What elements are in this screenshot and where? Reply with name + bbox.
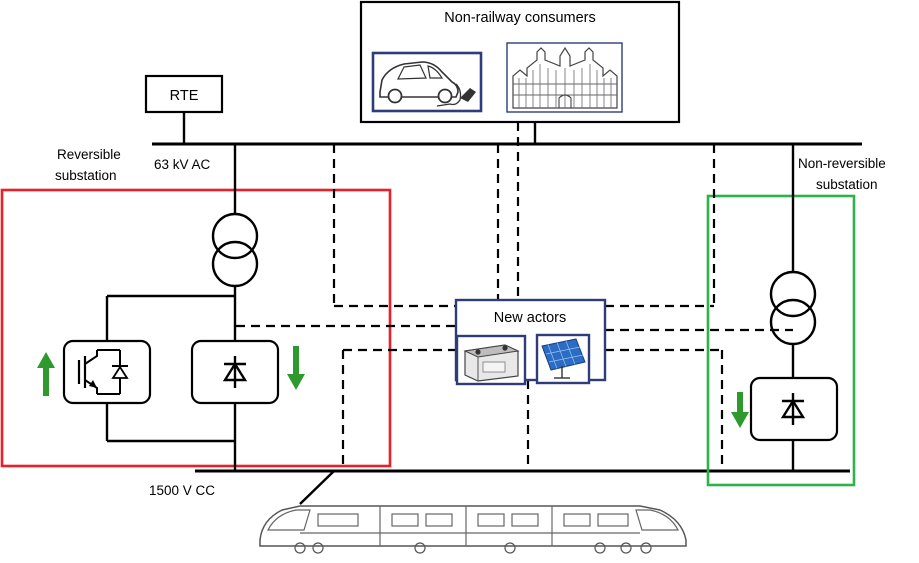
diode-rectifier-icon [749, 376, 839, 442]
diode-rectifier-icon [190, 339, 280, 405]
transformer-icon [769, 270, 817, 346]
building-icon [506, 42, 623, 113]
transformer-icon [211, 212, 259, 288]
dashed-connections [236, 122, 793, 471]
non-reversible-substation-frame [706, 194, 856, 487]
dc-voltage-label: 1500 V CC [149, 483, 215, 498]
solar-panel-icon [535, 333, 591, 385]
arrow-down-icon [287, 346, 305, 390]
reversible-substation-label-2: substation [55, 168, 117, 183]
non-reversible-substation-label-2: substation [816, 177, 878, 192]
new-actors-label: New actors [494, 310, 567, 326]
igbt-converter-icon [62, 339, 152, 405]
battery-icon [455, 334, 527, 386]
reversible-substation-label-1: Reversible [57, 147, 121, 162]
new-actors-box: New actors [454, 298, 607, 386]
train-icon [259, 505, 687, 554]
non-reversible-substation-label-1: Non-reversible [798, 156, 886, 171]
arrow-down-icon [731, 392, 749, 428]
electric-car-icon [371, 51, 483, 113]
non-railway-consumers-box: Non-railway consumers [359, 0, 681, 124]
arrow-up-icon [37, 352, 55, 396]
reversible-substation-frame [0, 188, 392, 468]
non-railway-consumers-label: Non-railway consumers [444, 10, 596, 26]
rte-label: RTE [170, 88, 199, 104]
rte-box: RTE [144, 74, 224, 114]
ac-voltage-label: 63 kV AC [154, 157, 211, 172]
